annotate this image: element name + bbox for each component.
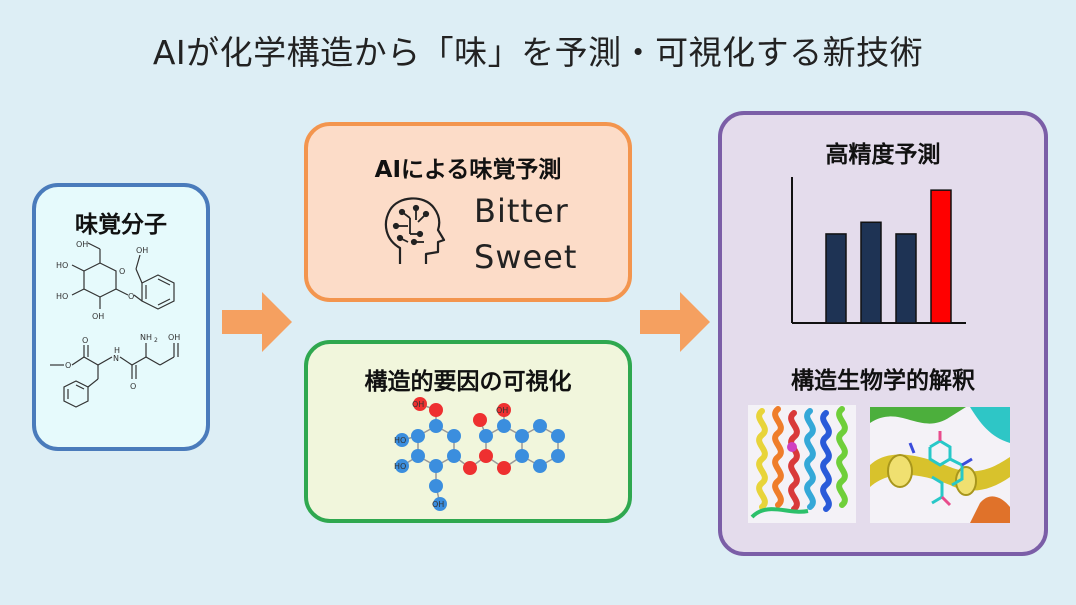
taste-molecule-box: 味覚分子 OH OH HO HO OH O O: [32, 183, 210, 451]
glucoside-oh-label: OH: [92, 312, 104, 321]
dipeptide-nh2-label: NH: [140, 333, 152, 342]
dipeptide-hydrogen-label: H: [114, 346, 120, 355]
result-box: 高精度予測 構造生物学的解釈: [718, 111, 1048, 556]
ai-taste-prediction-heading: AIによる味覚予測: [374, 157, 562, 183]
dipeptide-carbonyl-oxygen-label: O: [82, 336, 88, 345]
atom-label-ho: HO: [394, 436, 406, 445]
chart-bar: [860, 221, 882, 324]
taste-molecule-heading: 味覚分子: [75, 212, 167, 238]
taste-label-bitter: Bitter: [474, 192, 569, 230]
molecule-structures: OH OH HO HO OH O O: [50, 241, 180, 408]
arrow-right-icon: [222, 292, 292, 352]
dipeptide-nh2-subscript: 2: [154, 337, 158, 344]
glucoside-oh-label: OH: [76, 241, 88, 249]
atom-contribution-map: OH OH HO HO OH: [394, 397, 565, 511]
prediction-bar-chart: [791, 177, 966, 324]
dipeptide-amide-oxygen-label: O: [130, 382, 136, 391]
high-accuracy-prediction-heading: 高精度予測: [825, 142, 941, 168]
ai-brain-head-icon: [384, 197, 446, 264]
chart-bar: [825, 233, 847, 324]
dipeptide-ester-oxygen-label: O: [65, 361, 71, 370]
chart-bar: [895, 233, 917, 324]
structure-visualization-heading: 構造的要因の可視化: [364, 369, 572, 395]
chart-bar: [930, 189, 952, 324]
atom-label-ho: HO: [394, 462, 406, 471]
page-title: AIが化学構造から「味」を予測・可視化する新技術: [152, 33, 924, 72]
structural-biology-interpretation-heading: 構造生物学的解釈: [791, 368, 975, 394]
dipeptide-structure: [50, 343, 179, 408]
glucoside-link-oxygen-label: O: [128, 292, 134, 301]
glucoside-ho-label: HO: [56, 261, 68, 270]
structure-visualization-box: 構造的要因の可視化: [304, 340, 632, 523]
ai-taste-prediction-box: AIによる味覚予測 Bitter Sweet: [304, 122, 632, 302]
dipeptide-oh-label: OH: [168, 333, 180, 342]
protein-binding-site-illustration: [870, 407, 1010, 523]
glucoside-oh-label: OH: [136, 246, 148, 255]
protein-helix-illustration: [748, 405, 856, 523]
atom-label-oh: OH: [432, 500, 444, 509]
arrow-right-icon: [640, 292, 710, 352]
atom-label-oh: OH: [412, 400, 424, 409]
glucoside-structure: [71, 242, 175, 310]
glucoside-ring-oxygen-label: O: [119, 267, 125, 276]
atom-label-oh: OH: [496, 406, 508, 415]
glucoside-ho-label: HO: [56, 292, 68, 301]
taste-label-sweet: Sweet: [474, 238, 578, 276]
dipeptide-nitrogen-label: N: [113, 354, 119, 363]
